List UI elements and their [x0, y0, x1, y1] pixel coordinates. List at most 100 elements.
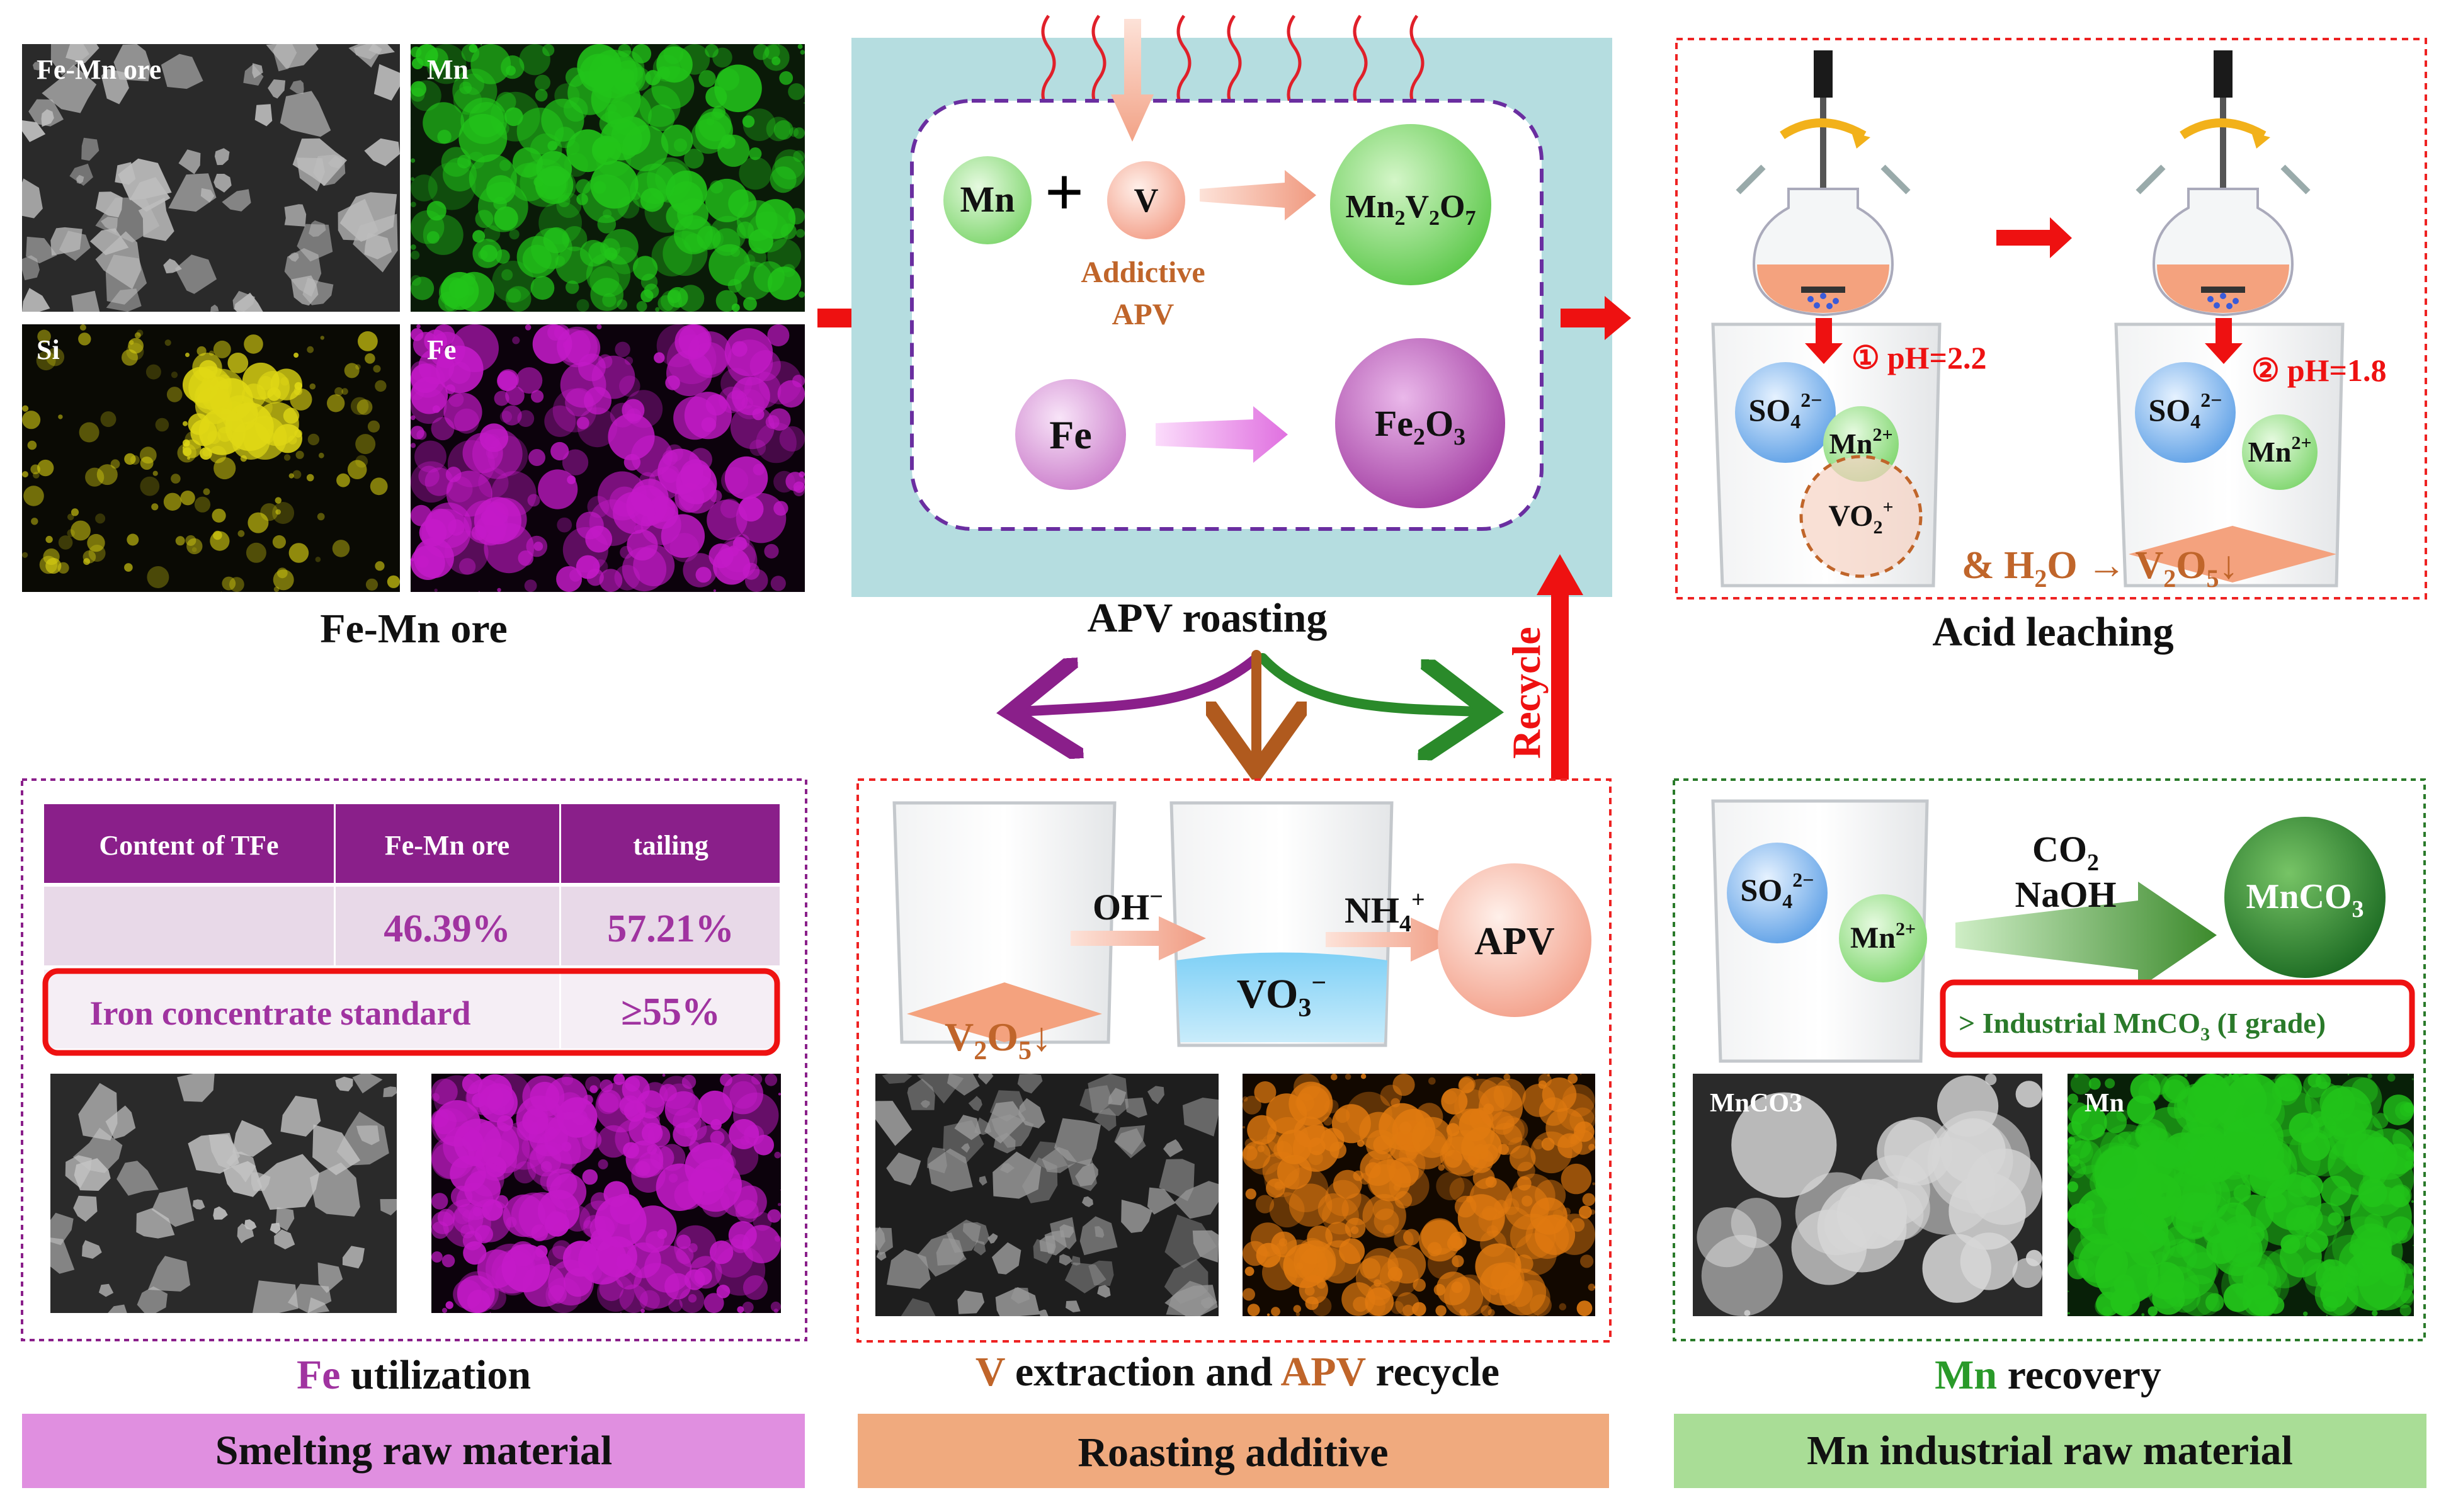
micrograph-particle [703, 1293, 724, 1314]
micrograph-particle [681, 1074, 697, 1089]
micrograph-particle [256, 1154, 320, 1210]
fe-utilization-panel: Content of TFe Fe-Mn ore tailing 46.39% … [21, 778, 807, 1488]
micrograph-particle [613, 1074, 625, 1085]
micrograph-particle [1201, 1297, 1214, 1309]
micrograph-particle [412, 57, 424, 70]
micrograph-particle [2351, 1077, 2378, 1105]
micrograph-particle [2242, 1091, 2285, 1135]
v2o5-label: V2O5↓ [945, 1015, 1052, 1066]
micrograph-particle [516, 367, 543, 394]
micrograph-particle [479, 1074, 481, 1076]
micrograph-particle [616, 1253, 633, 1270]
micrograph-particle [505, 386, 525, 406]
micrograph-particle [1985, 1074, 1997, 1086]
micrograph-particle [41, 109, 54, 127]
micrograph-particle [254, 104, 273, 127]
micrograph-particle [2274, 1074, 2288, 1087]
micrograph-particle [778, 44, 780, 45]
micrograph-particle [2068, 1312, 2070, 1315]
micrograph-particle [589, 1085, 598, 1094]
micrograph-particle [451, 324, 499, 372]
micrograph-particle [742, 108, 776, 142]
micrograph-particle [327, 394, 345, 412]
micrograph-particle [1503, 1074, 1511, 1081]
micrograph-particle [431, 1193, 448, 1210]
micrograph-particle [1244, 1266, 1254, 1276]
micrograph-particle [535, 89, 548, 102]
micrograph-particle [1066, 1300, 1081, 1312]
micrograph-particle [576, 193, 588, 205]
micrograph-particle [1054, 1118, 1101, 1166]
micrograph-particle [1329, 1141, 1347, 1159]
micrograph-particle [1466, 1195, 1474, 1203]
micrograph-particle [2136, 1173, 2182, 1219]
micrograph-particle [334, 387, 343, 396]
micrograph-particle [664, 1091, 702, 1128]
micrograph-particle [780, 223, 797, 240]
image-label: Fe-Mn ore [37, 54, 161, 85]
micrograph-particle [306, 474, 314, 482]
micrograph-particle [608, 92, 652, 136]
category-bar [858, 1414, 1609, 1488]
micrograph-particle [105, 254, 147, 305]
micrograph-particle [722, 1074, 764, 1115]
micrograph-particle [1436, 1172, 1465, 1200]
table-header: Fe-Mn ore [385, 830, 509, 861]
micrograph-particle [647, 1125, 671, 1147]
micrograph-particle [469, 44, 478, 53]
micrograph-particle [1174, 1181, 1219, 1219]
micrograph-particle [712, 47, 732, 68]
micrograph-particle [1121, 1200, 1152, 1233]
micrograph-particle [634, 1263, 680, 1309]
micrograph-particle [441, 1254, 455, 1268]
micrograph-particle [767, 324, 790, 346]
reaction-arrow [1071, 916, 1206, 960]
micrograph-particle [1362, 1248, 1399, 1285]
micrograph-particle [594, 1195, 647, 1248]
micrograph-particle [1317, 1193, 1349, 1224]
micrograph-particle [708, 244, 751, 286]
micrograph-particle [2116, 1109, 2129, 1122]
micrograph-particle [221, 591, 222, 592]
micrograph-particle [2068, 1290, 2069, 1292]
micrograph-particle [1412, 1302, 1426, 1316]
micrograph-particle [411, 426, 424, 440]
micrograph-particle [1075, 1162, 1098, 1187]
micrograph-particle [309, 1162, 360, 1217]
micrograph-particle [774, 1151, 781, 1159]
micrograph-particle [1164, 1259, 1209, 1304]
micrograph-particle [448, 392, 464, 407]
micrograph-particle [736, 221, 754, 239]
micrograph-particle [2085, 1200, 2095, 1210]
micrograph-particle [1559, 1303, 1566, 1310]
micrograph-particle [411, 328, 424, 341]
micrograph-particle [779, 426, 805, 452]
micrograph-particle [478, 467, 509, 498]
micrograph-particle [293, 353, 299, 358]
micrograph-particle [411, 251, 420, 260]
micrograph-particle [1383, 1224, 1395, 1237]
micrograph-particle [1478, 1085, 1523, 1130]
micrograph-particle [962, 1222, 990, 1246]
micrograph-particle [501, 269, 513, 281]
micrograph-particle [2147, 1306, 2158, 1316]
micrograph-particle [280, 1096, 321, 1137]
micrograph-particle [1325, 1179, 1362, 1217]
micrograph-particle [615, 341, 630, 357]
micrograph-particle [497, 588, 501, 592]
micrograph-particle [793, 481, 805, 493]
micrograph-particle [598, 354, 613, 369]
micrograph-particle [2154, 1251, 2168, 1265]
micrograph-particle [129, 340, 134, 345]
micrograph-particle [1305, 1296, 1319, 1310]
micrograph-particle [765, 1074, 778, 1086]
micrograph-particle [620, 1074, 623, 1077]
micrograph-particle [411, 244, 416, 250]
micrograph-particle [734, 1185, 767, 1219]
micrograph-particle [1744, 1310, 1751, 1317]
micrograph-particle [1593, 1286, 1595, 1288]
panel-caption: Fe utilization [297, 1352, 531, 1398]
micrograph-particle [640, 289, 654, 302]
micrograph-particle [516, 236, 559, 278]
micrograph-particle [1071, 1256, 1081, 1266]
